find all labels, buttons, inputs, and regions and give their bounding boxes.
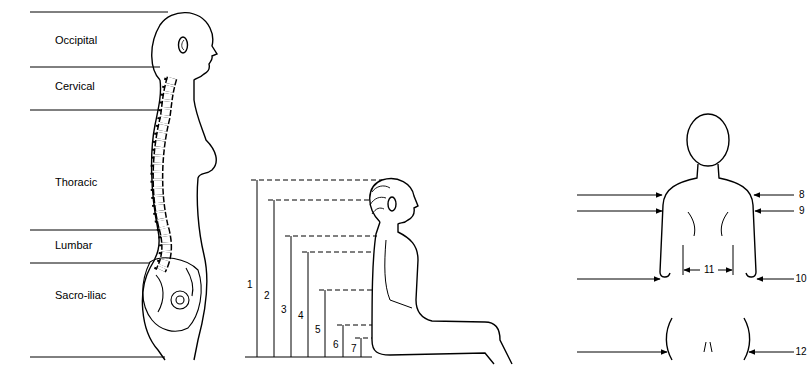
region-label: Occipital: [55, 35, 97, 46]
callout-number: 8: [798, 190, 806, 200]
region-label: Sacro-iliac: [55, 290, 106, 301]
region-lines: [30, 12, 168, 357]
callout-number: 11: [703, 265, 715, 275]
dimension-lines: [245, 180, 382, 357]
back-view-figure: [660, 114, 756, 360]
region-label: Cervical: [55, 81, 95, 92]
region-label: Lumbar: [55, 240, 92, 251]
callout-number: 10: [795, 274, 808, 284]
callout-number: 5: [314, 325, 322, 335]
callout-number: 9: [798, 206, 806, 216]
callout-number: 12: [795, 347, 808, 357]
callout-number: 2: [263, 291, 271, 301]
seated-figure: [370, 179, 512, 364]
region-label: Thoracic: [55, 177, 97, 188]
callout-number: 4: [297, 311, 305, 321]
standing-figure: [142, 13, 217, 360]
callout-number: 6: [332, 340, 340, 350]
spine: [152, 78, 172, 270]
pelvis: [143, 258, 201, 331]
callout-number: 3: [280, 305, 288, 315]
width-arrows: [577, 195, 794, 352]
callout-number: 1: [246, 280, 254, 290]
callout-number: 7: [350, 344, 358, 354]
